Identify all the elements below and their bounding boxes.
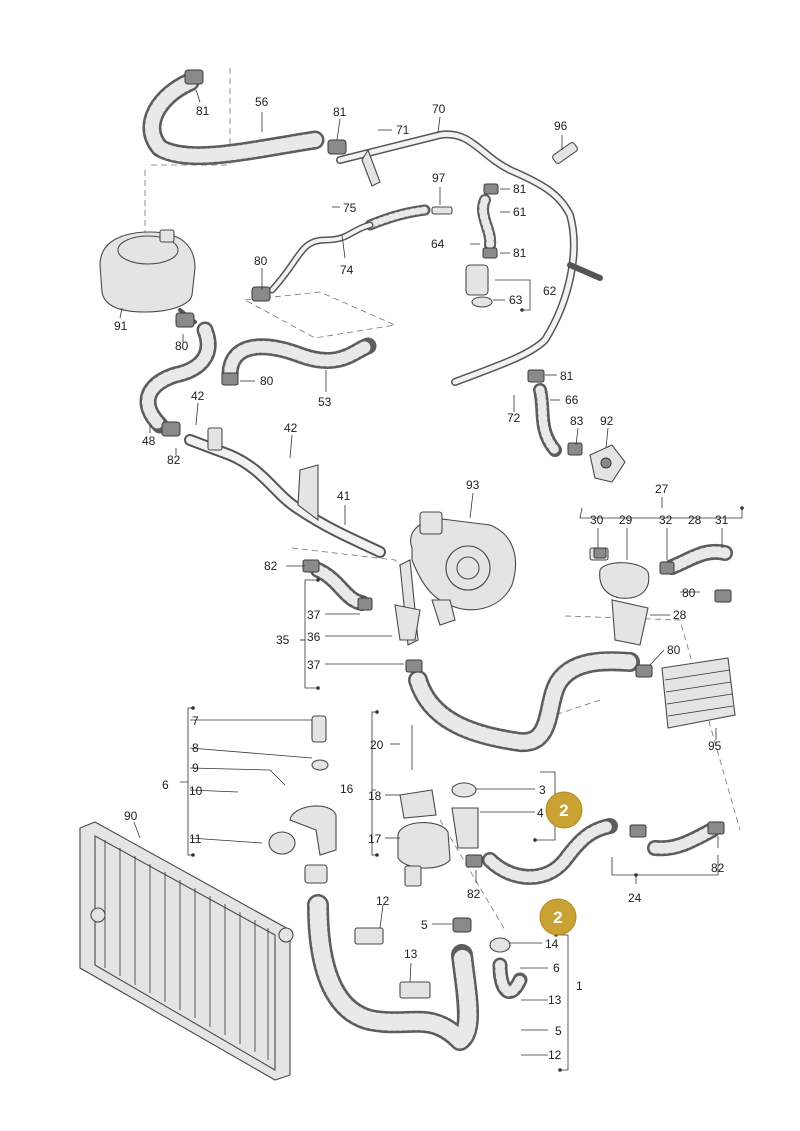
callout-b-number: 2 (553, 908, 562, 927)
part-labels: 81 56 81 71 70 96 97 81 75 61 64 81 74 8… (114, 95, 729, 1062)
label-80: 80 (175, 339, 189, 353)
label-48: 48 (142, 434, 156, 448)
pipes (184, 130, 603, 558)
label-61: 61 (513, 205, 527, 219)
label-62: 62 (543, 284, 557, 298)
label-35: 35 (276, 633, 290, 647)
leader-dots (191, 308, 744, 1072)
label-7: 7 (192, 714, 199, 728)
label-90: 90 (124, 809, 138, 823)
label-80: 80 (667, 643, 681, 657)
callout-b[interactable]: 2 (539, 898, 577, 936)
label-91: 91 (114, 319, 128, 333)
radiator (79, 821, 294, 1081)
label-72: 72 (507, 411, 521, 425)
label-80: 80 (682, 586, 696, 600)
label-82: 82 (711, 861, 725, 875)
label-81: 81 (333, 105, 347, 119)
oil-cooler (661, 657, 736, 729)
label-64: 64 (431, 237, 445, 251)
label-37: 37 (307, 658, 321, 672)
label-24: 24 (628, 891, 642, 905)
label-71: 71 (396, 123, 410, 137)
label-13: 13 (404, 947, 418, 961)
label-14: 14 (545, 937, 559, 951)
thermostat-housing (410, 511, 516, 626)
label-3: 3 (539, 783, 546, 797)
label-37: 37 (307, 608, 321, 622)
parts (79, 69, 736, 1081)
label-27: 27 (655, 482, 669, 496)
label-82: 82 (467, 887, 481, 901)
label-81: 81 (196, 104, 210, 118)
label-66: 66 (565, 393, 579, 407)
label-17: 17 (368, 832, 382, 846)
label-95: 95 (708, 739, 722, 753)
label-82: 82 (167, 453, 181, 467)
label-53: 53 (318, 395, 332, 409)
label-13: 13 (548, 993, 562, 1007)
electric-pump-17 (397, 822, 451, 887)
label-75: 75 (343, 201, 357, 215)
label-18: 18 (368, 789, 382, 803)
label-11: 11 (189, 832, 202, 846)
label-96: 96 (554, 119, 568, 133)
label-12: 12 (376, 894, 390, 908)
callout-a-number: 2 (559, 801, 568, 820)
label-56: 56 (255, 95, 269, 109)
aux-pump-29 (589, 547, 650, 646)
label-9: 9 (192, 761, 199, 775)
label-70: 70 (432, 102, 446, 116)
expansion-tank (99, 229, 197, 324)
small-parts (161, 69, 732, 999)
label-83: 83 (570, 414, 584, 428)
label-29: 29 (619, 513, 633, 527)
label-41: 41 (337, 489, 351, 503)
label-93: 93 (466, 478, 480, 492)
label-28: 28 (688, 513, 702, 527)
label-92: 92 (600, 414, 614, 428)
label-32: 32 (659, 513, 673, 527)
label-28: 28 (673, 608, 687, 622)
label-81: 81 (513, 246, 527, 260)
label-1: 1 (576, 979, 583, 993)
label-31: 31 (715, 513, 729, 527)
label-63: 63 (509, 293, 523, 307)
label-82: 82 (264, 559, 278, 573)
label-16: 16 (340, 782, 354, 796)
label-42: 42 (191, 389, 205, 403)
label-6: 6 (553, 961, 560, 975)
label-12: 12 (548, 1048, 562, 1062)
label-81: 81 (513, 182, 527, 196)
label-36: 36 (307, 630, 321, 644)
label-42: 42 (284, 421, 298, 435)
label-74: 74 (340, 263, 354, 277)
label-4: 4 (537, 806, 544, 820)
group-outlines (144, 68, 741, 931)
label-80: 80 (260, 374, 274, 388)
callout-a[interactable]: 2 (545, 791, 583, 829)
label-30: 30 (590, 513, 604, 527)
label-6: 6 (162, 778, 169, 792)
label-10: 10 (189, 784, 203, 798)
label-5: 5 (421, 918, 428, 932)
label-20: 20 (370, 738, 384, 752)
label-81: 81 (560, 369, 574, 383)
label-8: 8 (192, 741, 199, 755)
sensor-92 (589, 444, 626, 483)
label-97: 97 (432, 171, 446, 185)
label-5: 5 (555, 1024, 562, 1038)
label-80: 80 (254, 254, 268, 268)
